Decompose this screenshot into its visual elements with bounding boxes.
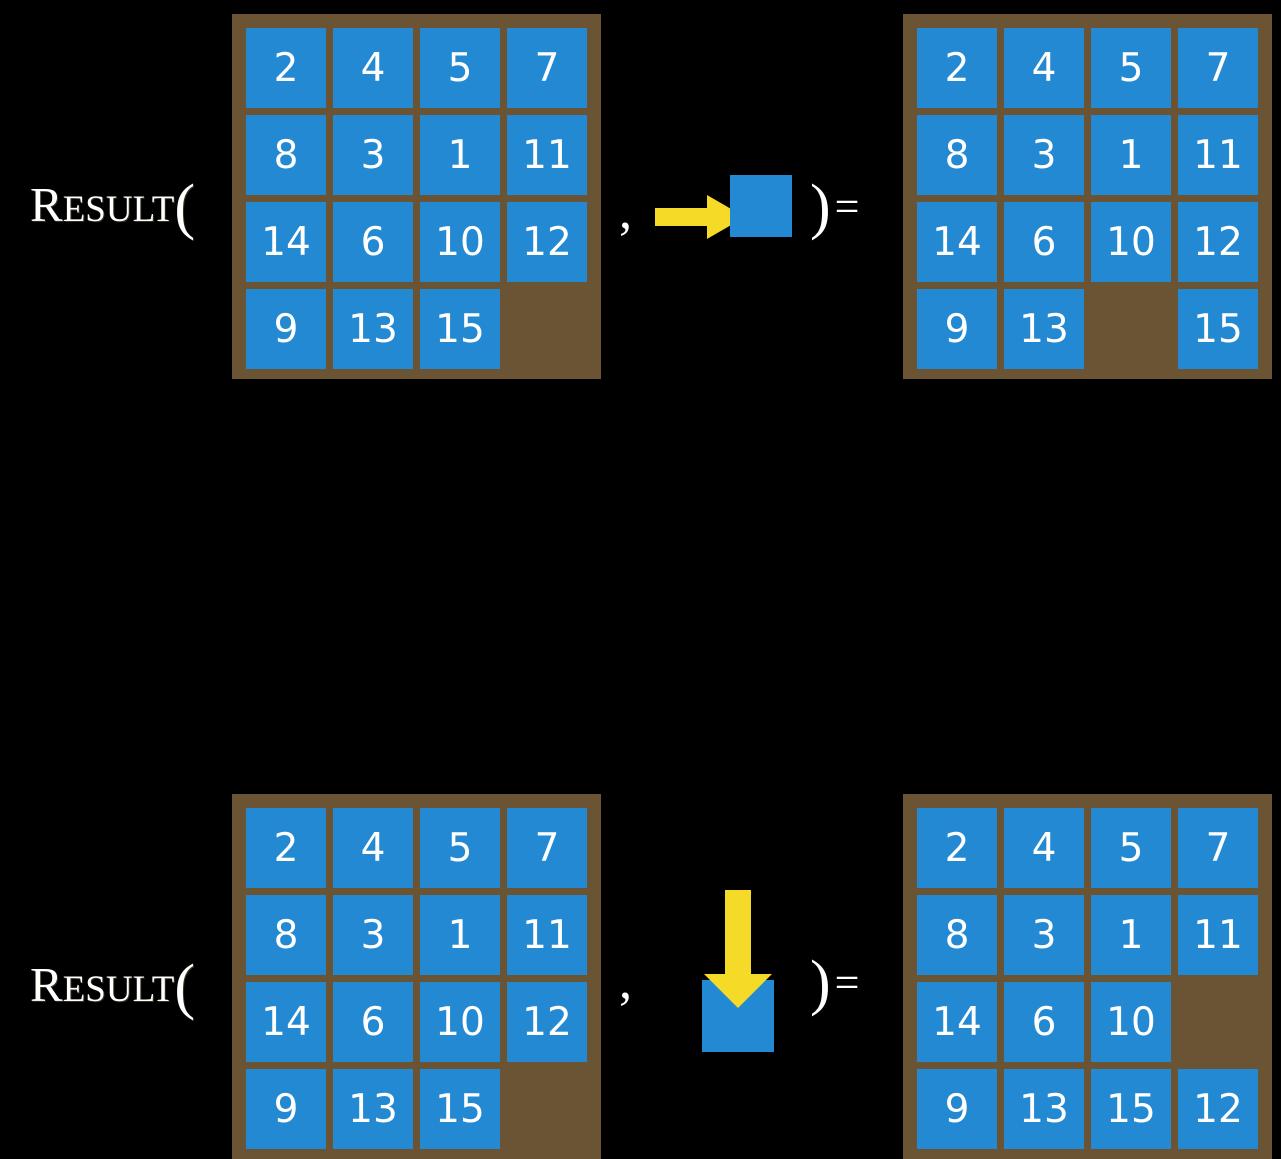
tile[interactable]: 10	[1091, 202, 1171, 282]
result-function-label: RESULT(	[30, 956, 195, 1018]
tile[interactable]: 10	[1091, 982, 1171, 1062]
tile[interactable]: 6	[333, 202, 413, 282]
result-function-label: RESULT(	[30, 176, 195, 238]
tile[interactable]: 15	[1178, 289, 1258, 369]
equation-row-move-down: RESULT( 2 4 5 7 8 3 1 11 14 6 10 12 9 13…	[0, 390, 1281, 1159]
input-board-row-1[interactable]: 2 4 5 7 8 3 1 11 14 6 10 12 9 13 15	[232, 14, 601, 379]
tile[interactable]: 7	[1178, 28, 1258, 108]
output-board-row-2[interactable]: 2 4 5 7 8 3 1 11 14 6 10 9 13 15 12	[903, 794, 1272, 1159]
tile[interactable]: 4	[333, 808, 413, 888]
tile[interactable]: 1	[1091, 115, 1171, 195]
tile[interactable]: 5	[1091, 28, 1171, 108]
tile[interactable]: 8	[246, 115, 326, 195]
tile[interactable]: 7	[507, 808, 587, 888]
result-label-cap: R	[30, 957, 63, 1012]
tile[interactable]: 12	[507, 202, 587, 282]
tile[interactable]: 15	[420, 1069, 500, 1149]
arrow-right-icon	[655, 195, 745, 239]
tile[interactable]: 3	[1004, 115, 1084, 195]
tile[interactable]: 8	[246, 895, 326, 975]
tile[interactable]: 15	[1091, 1069, 1171, 1149]
blank-tile	[1091, 289, 1171, 369]
tile[interactable]: 8	[917, 115, 997, 195]
input-board-row-2[interactable]: 2 4 5 7 8 3 1 11 14 6 10 12 9 13 15	[232, 794, 601, 1159]
tile[interactable]: 9	[246, 289, 326, 369]
slide-right-action	[655, 170, 805, 260]
tile[interactable]: 10	[420, 982, 500, 1062]
tile[interactable]: 8	[917, 895, 997, 975]
tile[interactable]: 14	[246, 982, 326, 1062]
tile[interactable]: 1	[420, 895, 500, 975]
close-paren: )	[810, 173, 831, 241]
tile[interactable]: 6	[1004, 982, 1084, 1062]
tile[interactable]: 5	[1091, 808, 1171, 888]
tile[interactable]: 1	[1091, 895, 1171, 975]
tile[interactable]: 1	[420, 115, 500, 195]
tile[interactable]: 12	[1178, 202, 1258, 282]
tile[interactable]: 2	[917, 808, 997, 888]
result-label-rest: ESULT	[62, 969, 175, 1010]
open-paren: (	[174, 953, 196, 1021]
output-board-row-1[interactable]: 2 4 5 7 8 3 1 11 14 6 10 12 9 13 15	[903, 14, 1272, 379]
blank-tile-icon	[730, 175, 792, 237]
tile[interactable]: 11	[507, 115, 587, 195]
tile[interactable]: 13	[333, 289, 413, 369]
arrow-down-icon	[704, 890, 772, 1008]
tile[interactable]: 14	[246, 202, 326, 282]
tile[interactable]: 14	[917, 982, 997, 1062]
blank-tile	[507, 289, 587, 369]
tile[interactable]: 9	[917, 1069, 997, 1149]
tile[interactable]: 11	[507, 895, 587, 975]
tile[interactable]: 13	[1004, 289, 1084, 369]
tile[interactable]: 4	[1004, 808, 1084, 888]
result-label-rest: ESULT	[62, 189, 175, 230]
tile[interactable]: 2	[246, 808, 326, 888]
tile[interactable]: 9	[917, 289, 997, 369]
equals-sign: =	[834, 182, 860, 231]
tile[interactable]: 3	[333, 895, 413, 975]
equation-row-move-right: RESULT( 2 4 5 7 8 3 1 11 14 6 10 12 9 13…	[0, 0, 1281, 390]
tile[interactable]: 11	[1178, 895, 1258, 975]
tile[interactable]: 12	[1178, 1069, 1258, 1149]
tile[interactable]: 7	[507, 28, 587, 108]
tile[interactable]: 9	[246, 1069, 326, 1149]
tile[interactable]: 6	[1004, 202, 1084, 282]
close-and-equals: ) =	[810, 952, 859, 1014]
tile[interactable]: 14	[917, 202, 997, 282]
tile[interactable]: 3	[333, 115, 413, 195]
result-label-cap: R	[30, 177, 63, 232]
tile[interactable]: 12	[507, 982, 587, 1062]
tile[interactable]: 4	[1004, 28, 1084, 108]
tile[interactable]: 10	[420, 202, 500, 282]
tile[interactable]: 13	[333, 1069, 413, 1149]
open-paren: (	[174, 173, 196, 241]
tile[interactable]: 13	[1004, 1069, 1084, 1149]
tile[interactable]: 2	[917, 28, 997, 108]
tile[interactable]: 3	[1004, 895, 1084, 975]
tile[interactable]: 2	[246, 28, 326, 108]
tile[interactable]: 4	[333, 28, 413, 108]
slide-down-action	[690, 890, 810, 1060]
close-and-equals: ) =	[810, 176, 859, 238]
argument-separator-comma: ,	[619, 183, 632, 240]
tile[interactable]: 15	[420, 289, 500, 369]
blank-tile	[507, 1069, 587, 1149]
argument-separator-comma: ,	[619, 953, 632, 1010]
tile[interactable]: 7	[1178, 808, 1258, 888]
tile[interactable]: 5	[420, 28, 500, 108]
tile[interactable]: 6	[333, 982, 413, 1062]
tile[interactable]: 11	[1178, 115, 1258, 195]
close-paren: )	[810, 949, 831, 1017]
equals-sign: =	[834, 958, 860, 1007]
tile[interactable]: 5	[420, 808, 500, 888]
blank-tile	[1178, 982, 1258, 1062]
